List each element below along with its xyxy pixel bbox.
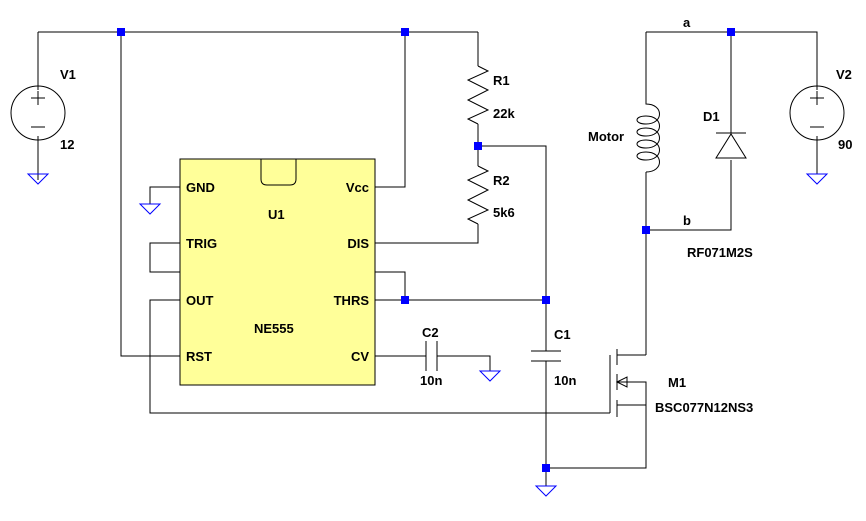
pin-cv-label: CV [351, 349, 369, 364]
capacitor-c1 [531, 350, 561, 362]
r2-name: R2 [493, 173, 510, 188]
pin-vcc-label: Vcc [346, 180, 369, 195]
v1-value: 12 [60, 137, 74, 152]
junction-node [401, 296, 409, 304]
junction-node [542, 464, 550, 472]
u1-name: U1 [268, 207, 285, 222]
motor-coil-icon [636, 100, 660, 173]
ic-u1 [179, 158, 376, 386]
ground-icon [26, 173, 50, 185]
d1-value: RF071M2S [687, 245, 753, 260]
pin-trig-label: TRIG [186, 236, 217, 251]
resistor-r2 [466, 165, 490, 225]
m1-name: M1 [668, 375, 686, 390]
r1-name: R1 [493, 73, 510, 88]
pin-rst-label: RST [186, 349, 212, 364]
pin-gnd-label: GND [186, 180, 215, 195]
ground-icon [534, 485, 558, 497]
pin-out-label: OUT [186, 293, 214, 308]
junction-node [727, 28, 735, 36]
r2-value: 5k6 [493, 205, 515, 220]
c1-name: C1 [554, 327, 571, 342]
v2-value: 90 [838, 137, 852, 152]
junction-node [474, 142, 482, 150]
ground-icon [138, 203, 162, 215]
voltage-source-v2 [789, 85, 845, 141]
pin-dis-label: DIS [347, 236, 369, 251]
voltage-source-v1 [10, 85, 66, 141]
resistor-r1 [466, 65, 490, 125]
ground-icon [805, 173, 829, 185]
ground-symbols [26, 173, 829, 497]
c2-value: 10n [420, 373, 442, 388]
c2-name: C2 [422, 325, 439, 340]
junction-node [542, 296, 550, 304]
r1-value: 22k [493, 106, 515, 121]
net-label-a: a [683, 15, 691, 30]
diode-d1 [715, 132, 747, 159]
m1-value: BSC077N12NS3 [655, 400, 753, 415]
v2-name: V2 [836, 67, 852, 82]
net-label-b: b [683, 213, 691, 228]
capacitor-c2 [425, 341, 438, 371]
junction-node [642, 226, 650, 234]
d1-name: D1 [703, 109, 720, 124]
junction-node [401, 28, 409, 36]
u1-part: NE555 [254, 321, 294, 336]
motor-label: Motor [588, 129, 624, 144]
junction-node [117, 28, 125, 36]
mosfet-m1 [609, 349, 647, 417]
pin-thrs-label: THRS [334, 293, 370, 308]
v1-name: V1 [60, 67, 76, 82]
junction-nodes [117, 28, 735, 472]
ground-icon [478, 370, 502, 382]
c1-value: 10n [554, 373, 576, 388]
